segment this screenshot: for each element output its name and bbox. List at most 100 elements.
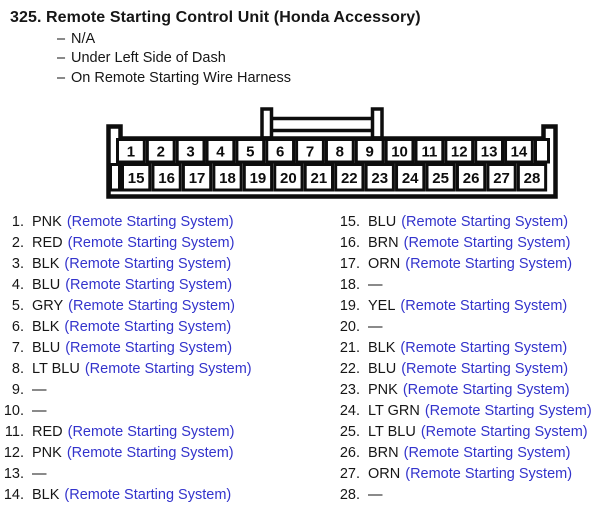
pin-number: 11. [4, 424, 24, 440]
pin-wire-color: ORN [368, 466, 401, 482]
pin-system-link[interactable]: (Remote Starting System) [400, 340, 568, 356]
note-text: On Remote Starting Wire Harness [71, 69, 291, 86]
pin-number: 24. [339, 403, 360, 419]
pin-wire-color: PNK [368, 382, 398, 398]
connector-pin-cell [425, 163, 456, 192]
pin-system-link[interactable]: (Remote Starting System) [84, 361, 252, 377]
connector-pin-cell [474, 138, 505, 164]
pin-wire-color: BLU [368, 214, 397, 230]
pin-number: 19. [339, 298, 360, 314]
pin-system-link[interactable]: (Remote Starting System) [64, 319, 232, 335]
connector-pin-cell [273, 163, 304, 192]
pin-system-link[interactable]: (Remote Starting System) [64, 256, 232, 272]
pin-system-link[interactable]: (Remote Starting System) [403, 235, 571, 251]
pin-wire-color: BRN [368, 445, 399, 461]
pin-system-link[interactable]: (Remote Starting System) [67, 235, 235, 251]
connector-pin-cell [242, 163, 274, 192]
pin-row: 1.PNK(Remote Starting System) [0, 214, 252, 235]
pin-wire-color: BLU [368, 361, 397, 377]
connector-pin-cell [364, 163, 395, 192]
pin-wire-color: BLK [368, 340, 396, 356]
pin-number: 16. [339, 235, 360, 251]
connector-pin-number: 7 [306, 143, 314, 160]
pin-system-link[interactable]: (Remote Starting System) [66, 214, 234, 230]
pin-system-link[interactable]: (Remote Starting System) [420, 424, 588, 440]
pin-wire-color: BLK [32, 256, 60, 272]
pin-number: 1. [11, 214, 24, 230]
pin-number: 25. [339, 424, 360, 440]
pin-number: 23. [339, 382, 360, 398]
pin-row: 27. ORN(Remote Starting System) [330, 466, 592, 487]
pin-number: 7. [11, 340, 24, 356]
connector-pin-cell [486, 163, 517, 192]
pin-number: 14. [3, 487, 24, 503]
pin-system-link[interactable]: (Remote Starting System) [67, 424, 235, 440]
pin-system-link[interactable]: (Remote Starting System) [68, 298, 235, 314]
connector-pin-cell [384, 138, 415, 164]
pin-system-link[interactable]: (Remote Starting System) [64, 487, 232, 503]
note-line: –Under Left Side of Dash [57, 49, 291, 68]
pin-system-link[interactable]: (Remote Starting System) [405, 466, 573, 482]
pin-system-link[interactable]: (Remote Starting System) [401, 214, 569, 230]
pin-system-link[interactable]: (Remote Starting System) [400, 298, 568, 314]
pin-list-left: 1.PNK(Remote Starting System)2.RED(Remot… [0, 214, 252, 508]
pin-system-link[interactable]: (Remote Starting System) [402, 382, 570, 398]
pin-system-link[interactable]: (Remote Starting System) [65, 340, 233, 356]
pin-wire-color: BLK [32, 319, 60, 335]
pin-number: 15. [339, 214, 360, 230]
pin-number: 8. [11, 361, 24, 377]
latch-bar [264, 116, 380, 133]
connector-pin-number: 10 [391, 143, 408, 160]
pin-system-link[interactable]: (Remote Starting System) [424, 403, 592, 419]
connector-pin-number: 26 [463, 170, 480, 187]
pin-wire-color: — [368, 319, 383, 335]
pin-wire-color: — [32, 466, 47, 482]
connector-pin-cell [265, 138, 296, 164]
note-line: –N/A [57, 30, 291, 49]
pin-number: 6. [11, 319, 24, 335]
latch-post-right [370, 107, 384, 140]
pin-system-link[interactable]: (Remote Starting System) [401, 361, 569, 377]
pin-number: 18. [339, 277, 360, 293]
pin-row: 28.— [330, 487, 592, 508]
pin-row: 4. BLU(Remote Starting System) [0, 277, 252, 298]
connector-pin-number: 27 [493, 170, 510, 187]
connector-pin-cell [175, 138, 206, 164]
pin-system-link[interactable]: (Remote Starting System) [65, 277, 233, 293]
pin-wire-color: — [32, 382, 47, 398]
pin-system-link[interactable]: (Remote Starting System) [66, 445, 234, 461]
connector-pin-cell [395, 163, 426, 192]
pin-wire-color: BLU [32, 277, 61, 293]
connector-pin-cell [121, 163, 152, 192]
note-dash: – [57, 69, 66, 86]
connector-pin-number: 22 [341, 170, 358, 187]
pin-row: 5.GRY(Remote Starting System) [0, 298, 252, 319]
connector-pin-number: 5 [246, 143, 254, 160]
pin-row: 18.— [330, 277, 592, 298]
pin-number: 4. [11, 277, 24, 293]
section-title: 325. Remote Starting Control Unit (Honda… [10, 8, 421, 27]
note-line: –On Remote Starting Wire Harness [57, 69, 291, 88]
pin-system-link[interactable]: (Remote Starting System) [405, 256, 573, 272]
pin-number: 13. [3, 466, 24, 482]
connector-pin-cell [205, 138, 236, 164]
pin-wire-color: LT BLU [32, 361, 80, 377]
connector-pin-number: 2 [157, 143, 165, 160]
connector-pin-cell [516, 163, 548, 192]
pin-wire-color: LT GRN [368, 403, 420, 419]
pin-wire-color: BLK [32, 487, 60, 503]
pin-system-link[interactable]: (Remote Starting System) [403, 445, 571, 461]
pin-number: 27. [339, 466, 360, 482]
connector-pin-number: 24 [402, 170, 419, 187]
pin-number: 21. [339, 340, 360, 356]
section-number: 325. [10, 9, 42, 26]
connector-pin-number: 11 [421, 143, 437, 160]
connector-pin-cell [116, 138, 146, 164]
connector-pin-number: 18 [219, 170, 236, 187]
connector-pin-cell [295, 138, 325, 164]
pin-row: 17.ORN(Remote Starting System) [330, 256, 592, 277]
pin-row: 2.RED(Remote Starting System) [0, 235, 252, 256]
pin-wire-color: LT BLU [368, 424, 416, 440]
pin-row: 25. LT BLU(Remote Starting System) [330, 424, 592, 445]
